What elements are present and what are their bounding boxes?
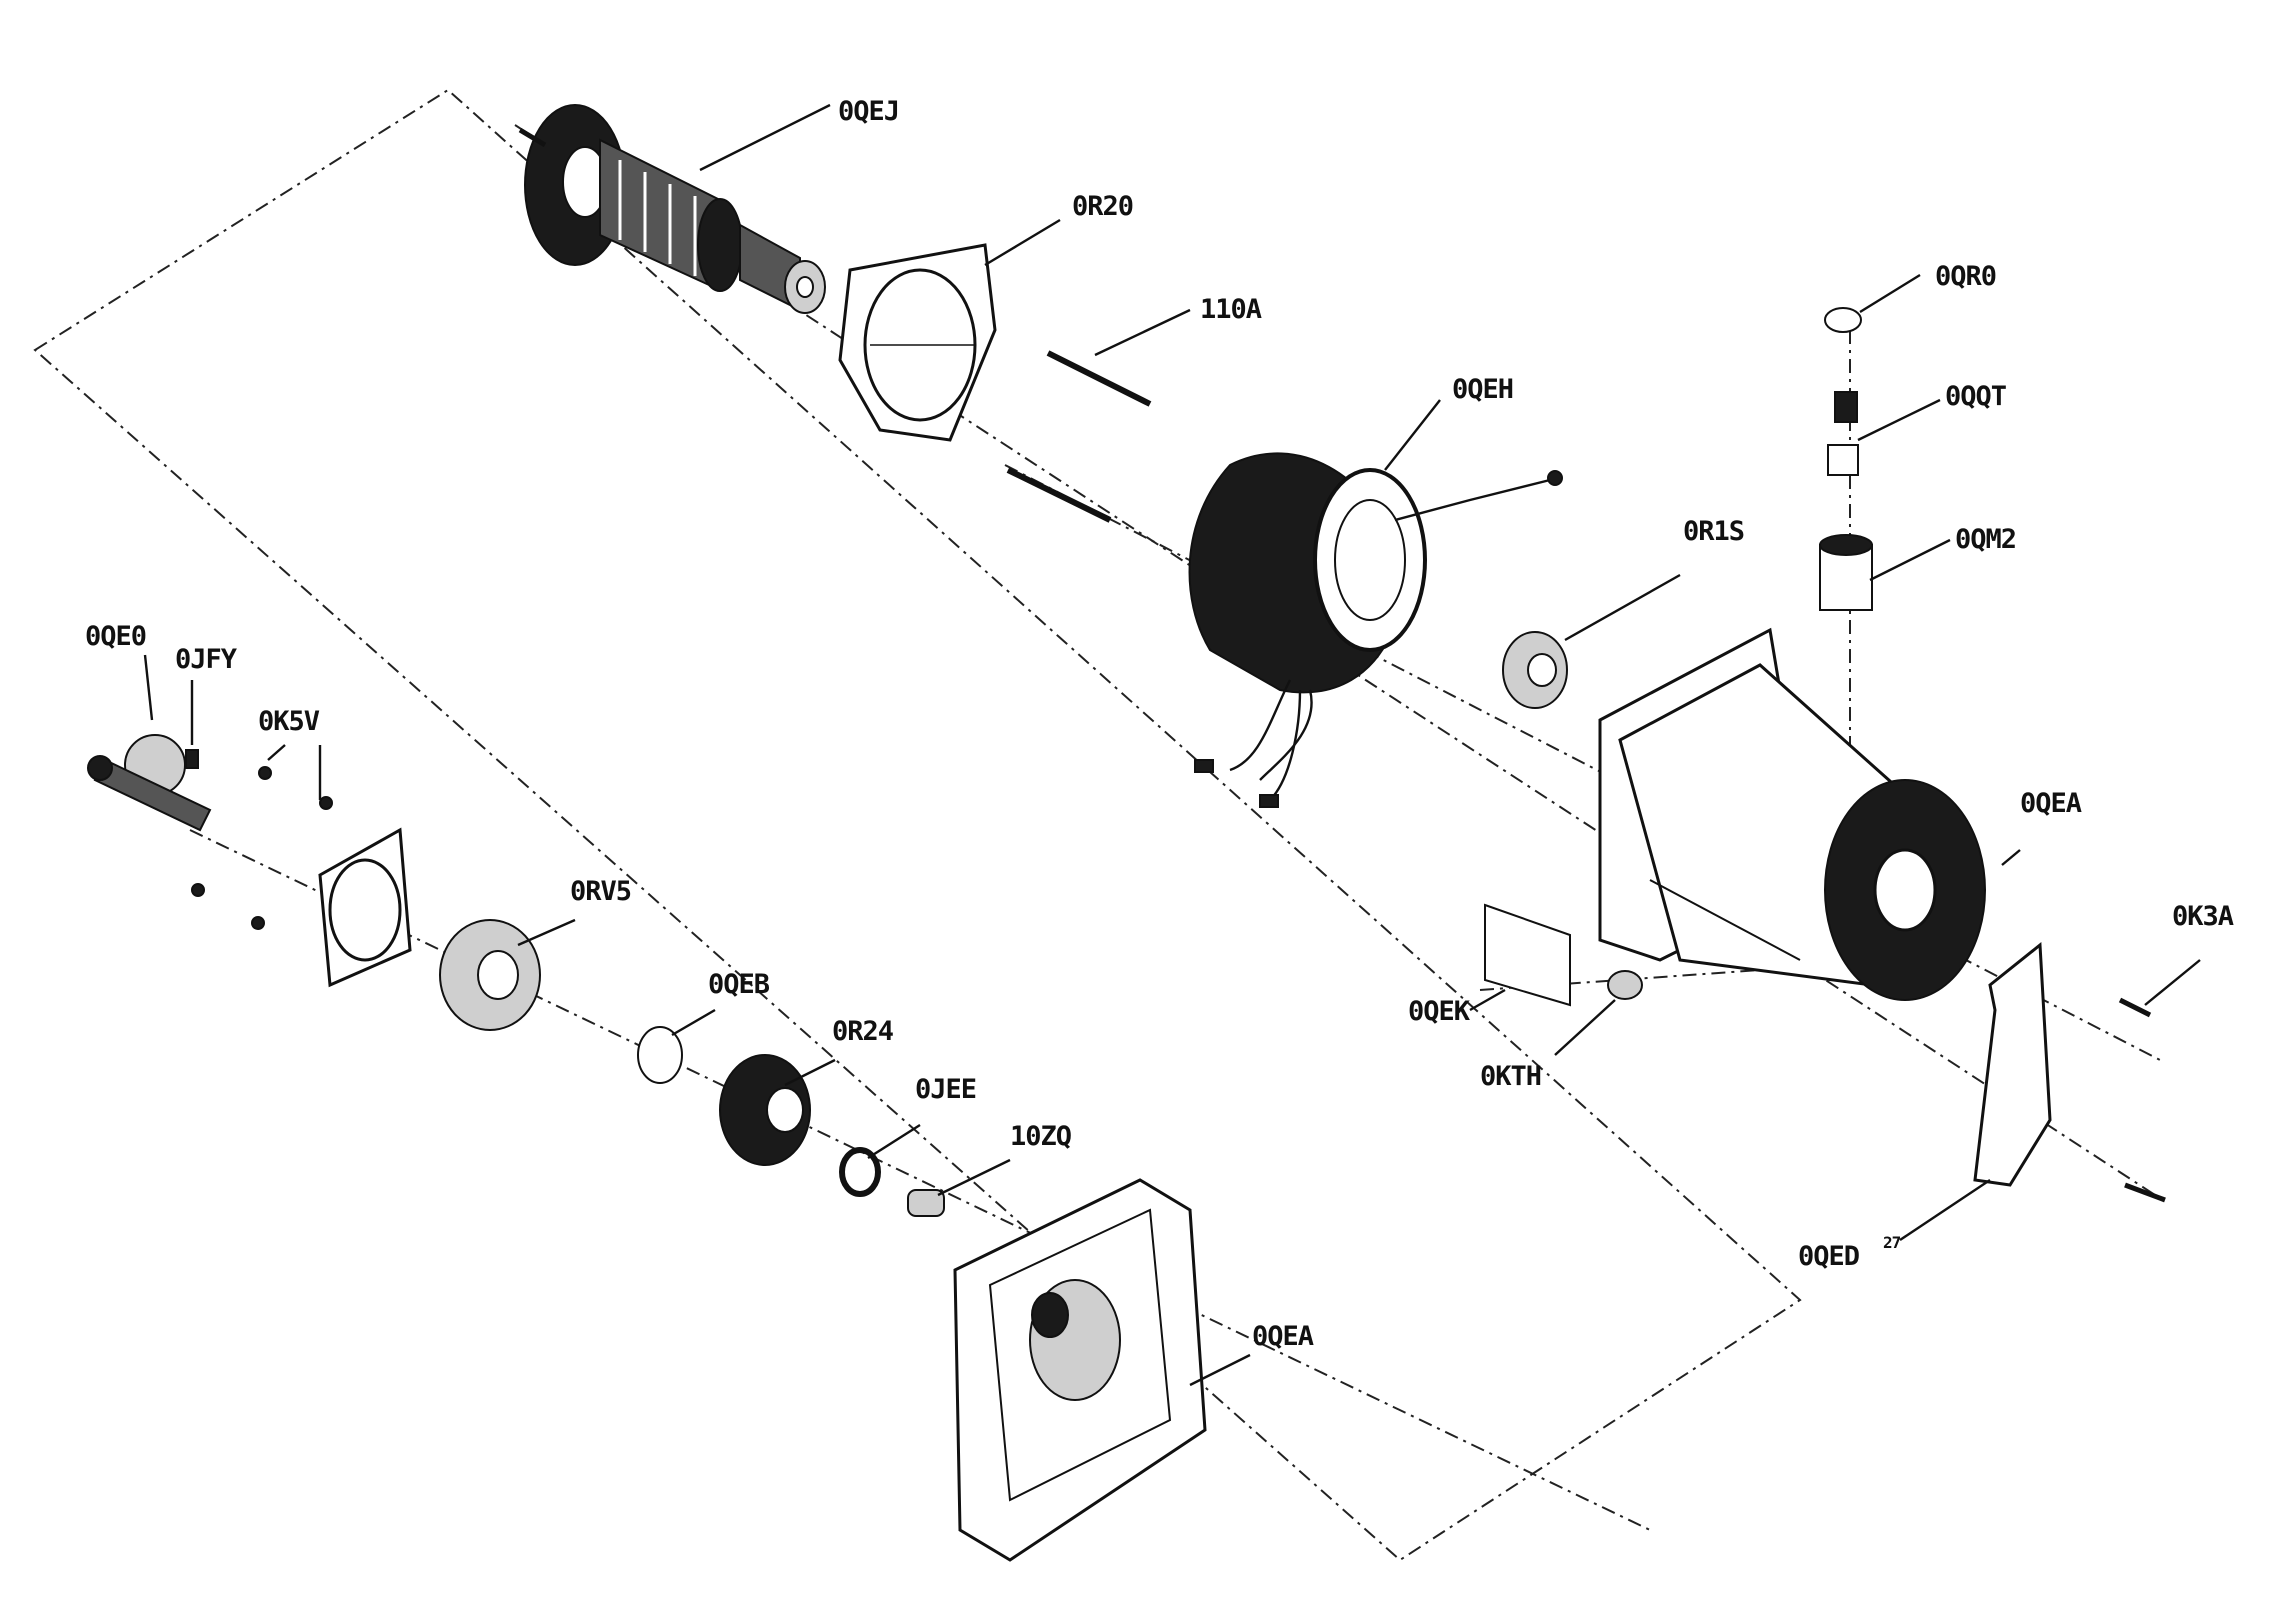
callout-bearing-label: 0RV5	[570, 876, 631, 907]
callout-switch-body-label: 0QM2	[1955, 524, 2016, 555]
callout-gear-case-label: 0QEA	[1252, 1321, 1314, 1352]
gear-case-part	[953, 1178, 1207, 1562]
callout-screw-label: 0K5V	[258, 706, 320, 737]
plate-part	[1484, 903, 1571, 1007]
callout-housing-screw-label: 0QEA	[2020, 788, 2082, 819]
callout-end-plate-label: 0R20	[1072, 191, 1133, 222]
sleeve-part	[907, 1189, 945, 1217]
bracket-part	[1973, 942, 2166, 1203]
callout-armature-label: 0QEJ	[838, 96, 899, 127]
gear-part	[719, 1054, 811, 1166]
armature-part	[518, 104, 826, 314]
callout-through-bolt-label: 110A	[1200, 294, 1262, 325]
callout-bushing-label: 0R1S	[1683, 516, 1744, 547]
callout-labels: 0QEJ 0R20 110A 0QEH 0QR0 0QQT 0QM2 0R1S …	[85, 96, 2235, 1352]
switch-stack-part	[1819, 307, 1873, 611]
end-plate-part	[838, 243, 997, 442]
callout-bracket-screw-label: 0K3A	[2172, 901, 2234, 932]
key-part	[185, 749, 199, 769]
field-coil-part	[1188, 452, 1563, 808]
callout-ring-label: 0JEE	[915, 1074, 976, 1105]
retainer-part	[637, 1026, 683, 1084]
callout-gear-label: 0R24	[832, 1016, 894, 1047]
callout-plate-label: 0QEK	[1408, 996, 1471, 1027]
callout-nut-label: 0KTH	[1480, 1061, 1541, 1092]
ring-part	[839, 1147, 881, 1197]
small-screw-parts	[191, 766, 333, 930]
callout-knob-label: 0QR0	[1935, 261, 1996, 292]
callout-bracket-qty-label: 27	[1883, 1233, 1901, 1252]
callout-switch-stem-label: 0QQT	[1945, 381, 2007, 412]
through-bolt-parts	[1006, 350, 1152, 523]
bearing-part	[439, 919, 541, 1031]
callout-sleeve-label: 10ZQ	[1010, 1121, 1072, 1152]
motor-housing-part	[1598, 627, 1986, 1001]
bushing-part	[1502, 631, 1568, 709]
nut-part	[1607, 970, 1643, 1000]
callout-key-label: 0JFY	[175, 644, 238, 675]
mounting-plate-part	[318, 827, 412, 988]
callout-output-shaft-label: 0QE0	[85, 621, 146, 652]
callout-retainer-label: 0QEB	[708, 969, 770, 1000]
callout-bracket-label: 0QED	[1798, 1241, 1860, 1272]
assembly-boundary-dashed-outline	[33, 88, 1802, 1562]
callout-field-coil-label: 0QEH	[1452, 374, 1513, 405]
callout-leader-lines	[143, 103, 2201, 1387]
